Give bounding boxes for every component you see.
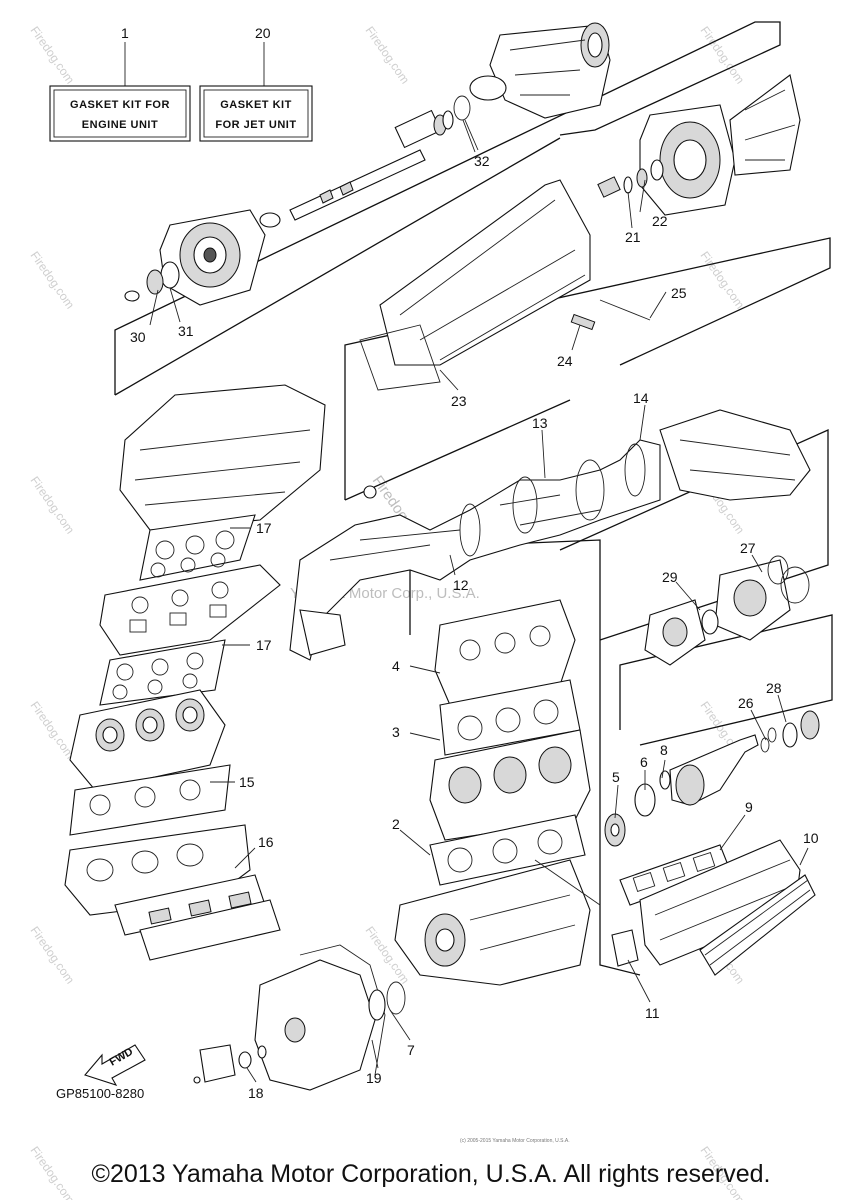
kit-box xyxy=(49,85,191,142)
exhaust-system xyxy=(289,409,811,661)
callout-27: 27 xyxy=(740,540,756,556)
callout-32: 32 xyxy=(474,153,490,169)
fwd-arrow: FWD xyxy=(84,1044,146,1086)
callout-22: 22 xyxy=(652,213,668,229)
callout-31: 31 xyxy=(178,323,194,339)
callout-7: 7 xyxy=(407,1042,415,1058)
engine-left-column xyxy=(64,384,326,961)
callout-4: 4 xyxy=(392,658,400,674)
callout-29: 29 xyxy=(662,569,678,585)
tiny-notice: (c) 2005-2015 Yamaha Motor Corporation, … xyxy=(460,1138,570,1144)
gasket-10 xyxy=(699,874,816,976)
callout-19: 19 xyxy=(366,1070,382,1086)
kit-line-1: GASKET KIT FOR xyxy=(70,99,170,111)
jet-pump-assembly xyxy=(124,22,801,306)
kit-line-1: GASKET KIT xyxy=(220,99,292,111)
callout-2: 2 xyxy=(392,816,400,832)
callout-21: 21 xyxy=(625,229,641,245)
right-column-parts xyxy=(604,555,820,976)
watermark: Firedog.com xyxy=(28,924,78,987)
gasket-11 xyxy=(611,929,639,967)
callout-23: 23 xyxy=(451,393,467,409)
watermark: Firedog.com xyxy=(28,699,78,762)
callout-10: 10 xyxy=(803,830,819,846)
watermark: Firedog.com xyxy=(363,24,413,87)
callout-17b: 17 xyxy=(256,637,272,653)
gasket-kit-engine-unit: 1 GASKET KIT FOR ENGINE UNIT xyxy=(49,25,191,142)
callout-25: 25 xyxy=(671,285,687,301)
cylinder-block xyxy=(394,599,601,986)
kit-box xyxy=(199,85,313,142)
callout-numbers: 32 22 21 25 30 31 24 23 14 13 17 12 27 2… xyxy=(130,153,819,1101)
callout-26: 26 xyxy=(738,695,754,711)
callout-8: 8 xyxy=(660,742,668,758)
gasket-kit-jet-unit: 20 GASKET KIT FOR JET UNIT xyxy=(199,25,313,142)
gasket-15 xyxy=(69,764,231,836)
callout-16: 16 xyxy=(258,834,274,850)
callout-6: 6 xyxy=(640,754,648,770)
callout-11: 11 xyxy=(645,1005,660,1021)
kit-line-2: ENGINE UNIT xyxy=(82,119,158,131)
gasket-plate xyxy=(99,564,281,656)
callout-3: 3 xyxy=(392,724,400,740)
callout-13: 13 xyxy=(532,415,548,431)
base-gasket-2 xyxy=(429,814,586,886)
watermark: Firedog.com xyxy=(698,24,748,87)
oil-seal-7 xyxy=(368,989,386,1021)
callout-12: 12 xyxy=(453,577,469,593)
callout-20: 20 xyxy=(255,25,271,41)
kit-line-2: FOR JET UNIT xyxy=(215,119,296,131)
callout-30: 30 xyxy=(130,329,146,345)
diagram-code: GP85100-8280 xyxy=(56,1086,144,1101)
gasket-17b xyxy=(99,639,226,706)
callout-18: 18 xyxy=(248,1085,264,1101)
callout-15: 15 xyxy=(239,774,255,790)
jet-body-assembly xyxy=(359,179,651,391)
watermark: Firedog.com xyxy=(28,24,78,87)
callout-28: 28 xyxy=(766,680,782,696)
callout-17: 17 xyxy=(256,520,272,536)
o-ring-27 xyxy=(767,555,789,585)
fwd-arrow-shape xyxy=(84,1044,146,1086)
callout-24: 24 xyxy=(557,353,573,369)
callout-5: 5 xyxy=(612,769,620,785)
copyright-notice: ©2013 Yamaha Motor Corporation, U.S.A. A… xyxy=(91,1160,771,1188)
callout-14: 14 xyxy=(633,390,649,406)
bottom-parts xyxy=(193,944,406,1091)
callout-leaders xyxy=(149,119,809,1083)
watermark: Firedog.com xyxy=(28,249,78,312)
watermark: Firedog.com xyxy=(28,474,78,537)
callout-1: 1 xyxy=(121,25,129,41)
o-ring-32 xyxy=(453,95,471,121)
callout-9: 9 xyxy=(745,799,753,815)
